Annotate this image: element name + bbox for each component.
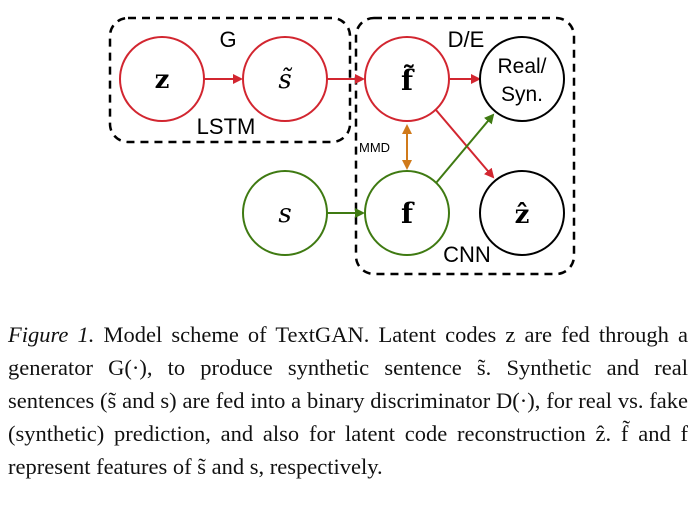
node-s-label: s: [278, 199, 291, 229]
caption-label: Figure 1.: [8, 322, 95, 347]
edge-f-to-real-syn: [435, 113, 495, 184]
node-s-tilde: [242, 36, 328, 122]
node-z-hat: [479, 170, 565, 256]
mmd-label: MMD: [359, 140, 390, 155]
edge-f-tilde-to-z-hat: [435, 109, 495, 179]
node-real-syn-label-2: Syn.: [501, 83, 543, 106]
cnn-label: CNN: [443, 242, 491, 267]
discriminator-box: [354, 16, 576, 276]
node-s: [242, 170, 328, 256]
node-z-label: z: [155, 65, 170, 95]
node-real-syn-label-1: Real/: [497, 55, 546, 78]
node-s-tilde-label: s̃: [278, 65, 293, 95]
node-f-tilde: [364, 36, 450, 122]
node-f-label: f: [401, 197, 415, 230]
node-f-tilde-label: f̃: [401, 64, 415, 97]
generator-label: G: [219, 27, 236, 52]
node-z: [119, 36, 205, 122]
generator-box: [108, 16, 352, 144]
node-f: [364, 170, 450, 256]
textgan-diagram: G LSTM D/E CNN MMD z s̃ f̃ Real/ Syn. s …: [108, 16, 576, 276]
node-real-syn: [479, 36, 565, 122]
node-z-hat-label: ẑ: [515, 200, 530, 230]
discriminator-label: D/E: [448, 27, 485, 52]
caption-text: Model scheme of TextGAN. Latent codes z …: [8, 322, 688, 479]
lstm-label: LSTM: [197, 114, 256, 139]
figure-caption: Figure 1. Model scheme of TextGAN. Laten…: [8, 318, 688, 483]
